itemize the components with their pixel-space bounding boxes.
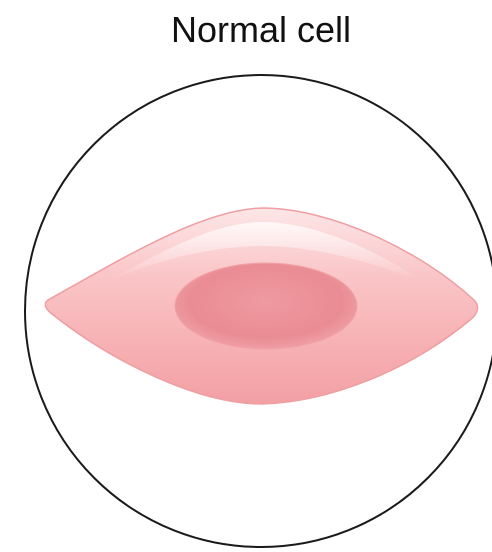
nucleus bbox=[175, 263, 357, 349]
normal-cell bbox=[45, 208, 477, 404]
diagram-title: Normal cell bbox=[171, 9, 351, 50]
